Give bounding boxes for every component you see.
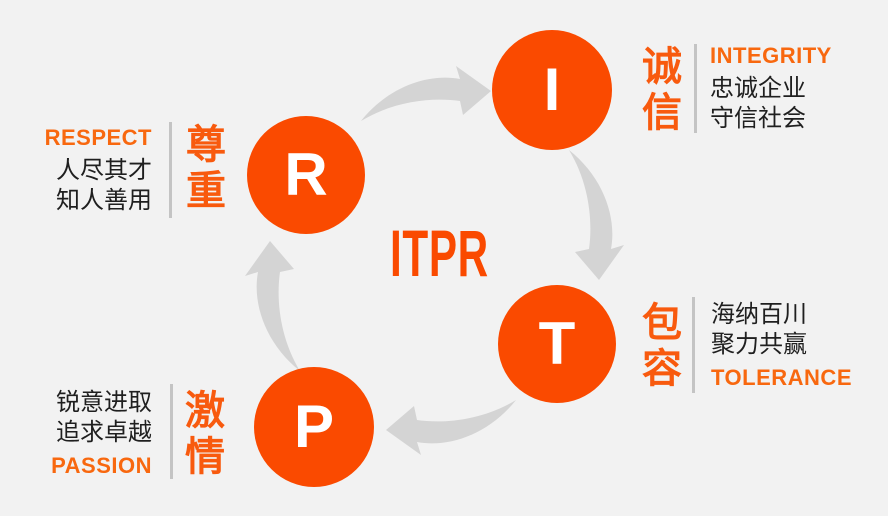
tolerance-circle: T [498, 285, 616, 403]
curved-arrow-left-icon [386, 400, 516, 455]
tolerance-letter: T [538, 310, 576, 377]
passion-letter: P [293, 393, 335, 460]
respect-desc-line1: 人尽其才 [56, 157, 152, 184]
integrity-desc-line1: 忠诚企业 [710, 75, 806, 102]
integrity-letter: I [543, 56, 561, 123]
curved-arrow-down-icon [569, 150, 624, 280]
respect-circle: R [247, 116, 365, 234]
tolerance-desc-line2: 聚力共赢 [711, 331, 807, 358]
passion-divider [170, 384, 173, 479]
tolerance-desc-line1: 海纳百川 [711, 301, 807, 328]
tolerance-en-word: TOLERANCE [711, 365, 852, 390]
passion-en-word: PASSION [51, 453, 152, 478]
respect-desc-line2: 知人善用 [56, 187, 152, 214]
passion-cn-word: 激情 [185, 389, 225, 479]
passion-desc-line2: 追求卓越 [56, 419, 152, 446]
integrity-divider [694, 44, 697, 133]
integrity-cn-word: 诚信 [642, 45, 682, 135]
respect-en-word: RESPECT [44, 125, 152, 150]
respect-text-block: RESPECT 人尽其才 知人善用 [20, 126, 152, 216]
passion-circle: P [254, 367, 374, 487]
tolerance-text-block: 海纳百川 聚力共赢 TOLERANCE [711, 300, 852, 390]
respect-letter: R [284, 141, 328, 208]
integrity-en-word: INTEGRITY [710, 43, 832, 68]
tolerance-cn-word: 包容 [642, 301, 682, 391]
integrity-desc-line2: 守信社会 [710, 105, 806, 132]
tolerance-divider [692, 297, 695, 393]
integrity-text-block: INTEGRITY 忠诚企业 守信社会 [710, 44, 832, 134]
passion-desc-line1: 锐意进取 [56, 389, 152, 416]
integrity-circle: I [492, 30, 612, 150]
curved-arrow-right-icon [361, 66, 491, 121]
respect-divider [169, 122, 172, 218]
respect-cn-word: 尊重 [186, 123, 226, 213]
passion-text-block: 锐意进取 追求卓越 PASSION [20, 388, 152, 478]
center-title: ITPR [390, 216, 489, 290]
curved-arrow-up-icon [245, 241, 300, 371]
